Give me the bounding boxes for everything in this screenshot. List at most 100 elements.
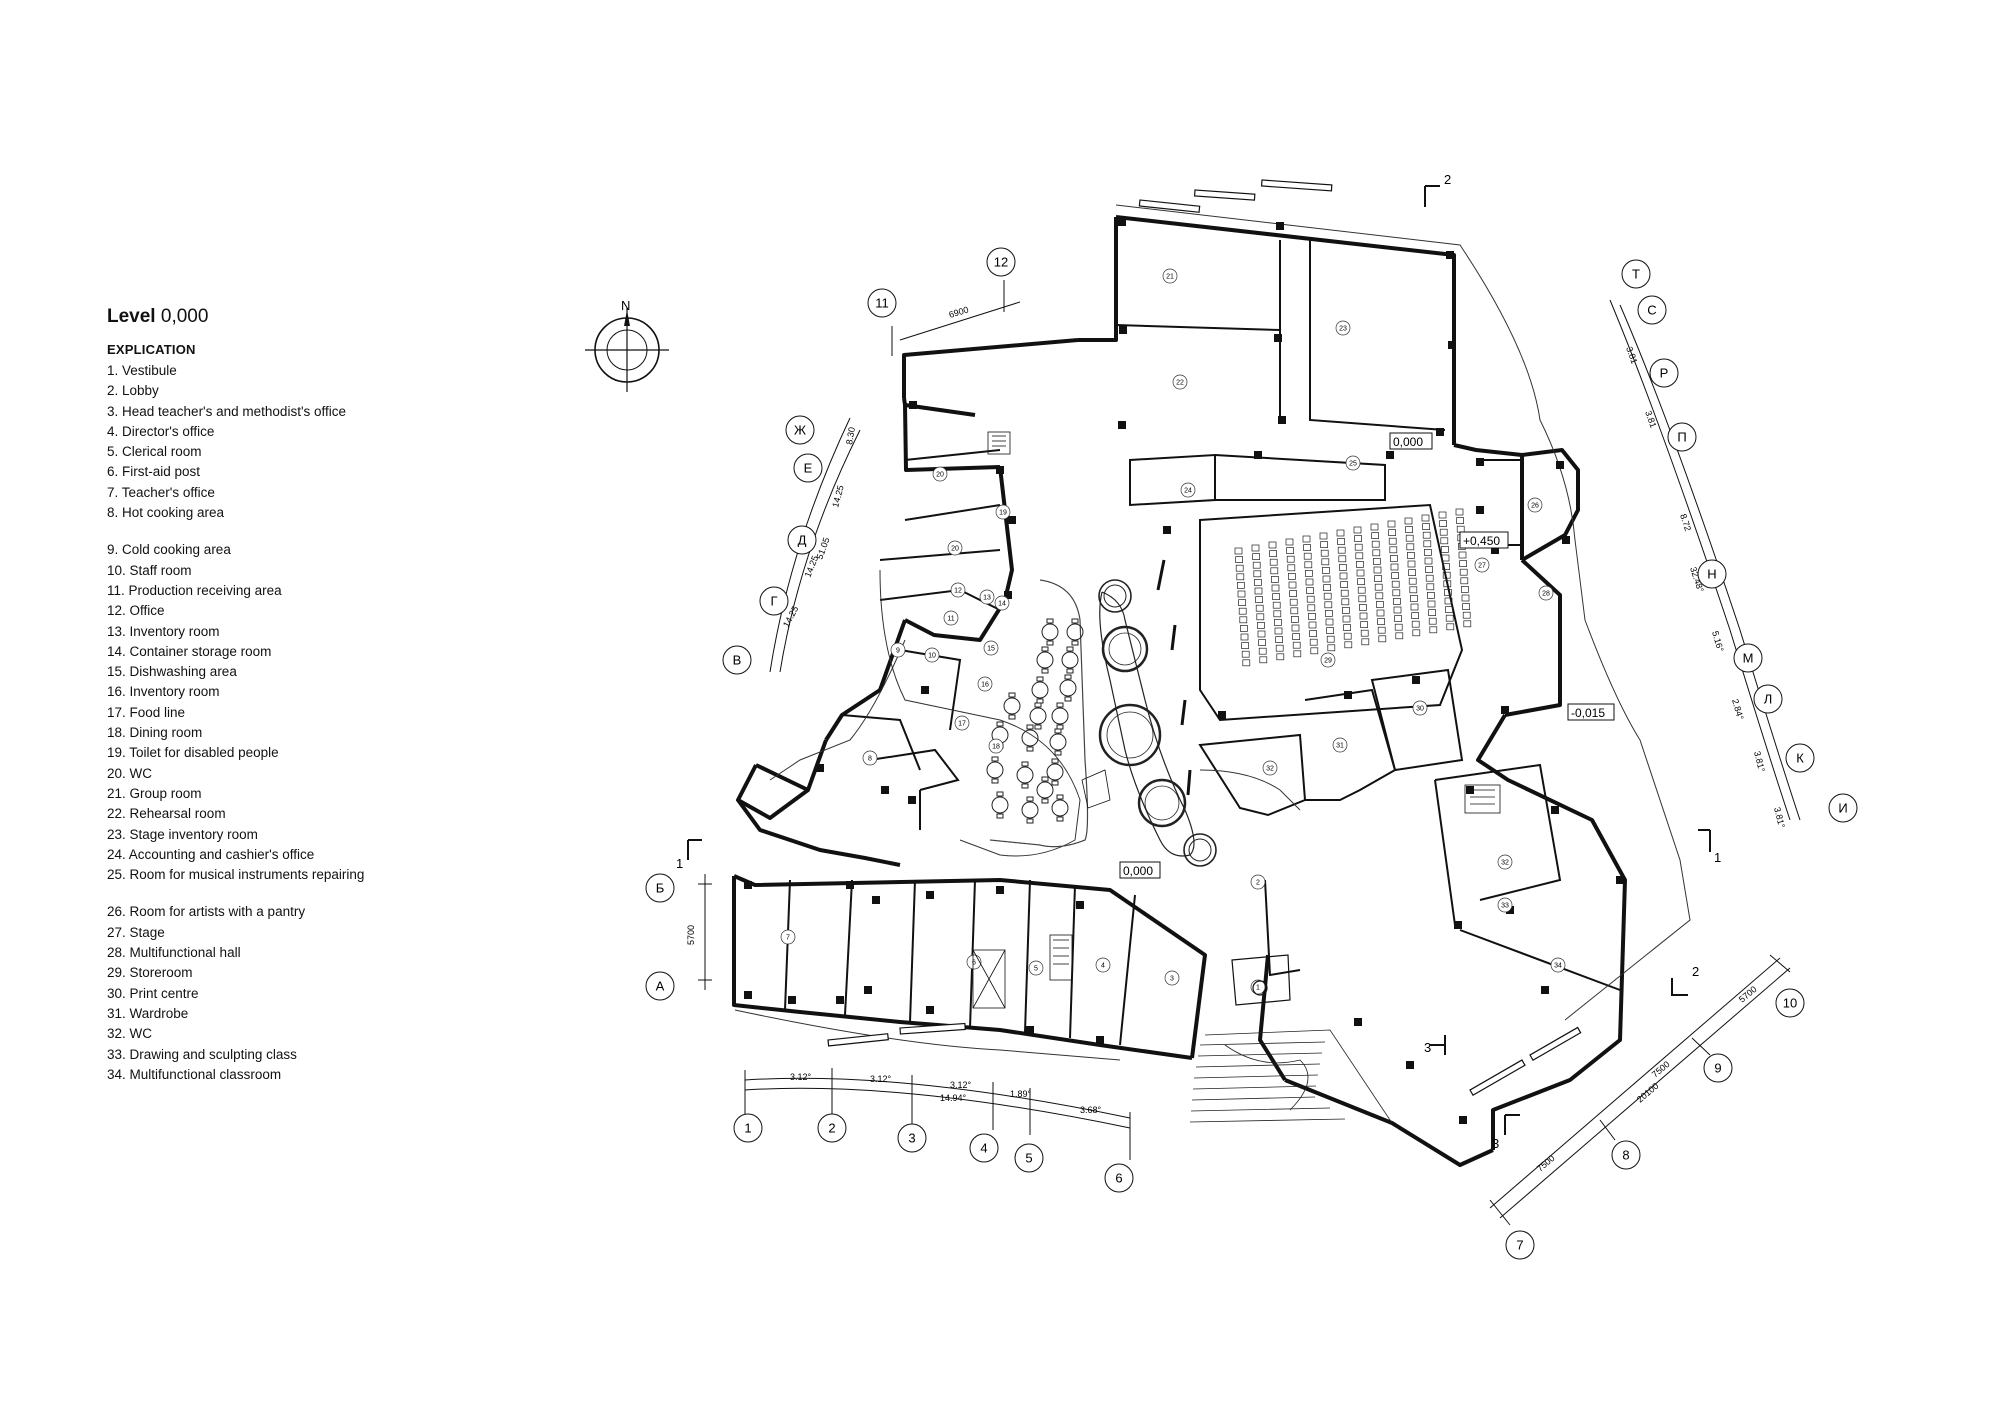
column — [1562, 536, 1570, 544]
room-number: 22 — [1176, 380, 1184, 387]
dining-table — [1061, 646, 1079, 674]
explication-item: 34. Multifunctional classroom — [107, 1066, 282, 1082]
seat — [1378, 635, 1387, 643]
room-number-marker: 34 — [1550, 957, 1566, 973]
column — [1276, 222, 1284, 230]
column — [836, 996, 844, 1004]
room-number-marker: 8 — [862, 750, 878, 766]
staircases — [972, 431, 1501, 1009]
explication-item: 21. Group room — [107, 785, 202, 801]
seat — [1425, 574, 1434, 582]
grid-axis-left: Е — [793, 453, 823, 483]
seat — [1303, 552, 1312, 560]
grid-axis-right: Н — [1697, 559, 1727, 589]
seat — [1462, 611, 1471, 619]
seat — [1340, 589, 1349, 597]
room-number: 31 — [1336, 743, 1344, 750]
dimension-label: 5700 — [1737, 984, 1759, 1005]
room-number-marker: 25 — [1345, 455, 1361, 471]
room-number-marker: 30 — [1412, 700, 1428, 716]
grid-axis-label: П — [1677, 430, 1686, 445]
room-number-marker: 18 — [988, 738, 1004, 754]
seat — [1411, 612, 1419, 619]
section-label: 1 — [676, 856, 683, 871]
grid-axis-label: 1 — [744, 1121, 751, 1136]
seat — [1389, 546, 1398, 554]
seat — [1337, 546, 1346, 554]
room-number-marker: 27 — [1474, 557, 1490, 573]
room-number: 20 — [936, 472, 944, 479]
column — [1344, 691, 1352, 699]
explication-item: 3. Head teacher's and methodist's office — [107, 403, 347, 419]
seat — [1258, 639, 1266, 646]
grid-axis-right: П — [1667, 422, 1697, 452]
seat — [1359, 612, 1368, 620]
seat — [1355, 552, 1364, 560]
column — [1556, 461, 1564, 469]
seat — [1456, 517, 1464, 524]
seat — [1391, 580, 1400, 588]
seat — [1252, 561, 1261, 569]
seat — [1370, 523, 1379, 531]
grid-axis-label: 4 — [980, 1141, 987, 1156]
seat — [1274, 627, 1283, 635]
seat — [1321, 558, 1330, 566]
column — [846, 881, 854, 889]
dimension-label: 14.94° — [940, 1093, 967, 1103]
seat — [1408, 569, 1416, 576]
grid-axis-label: И — [1838, 801, 1847, 816]
dimension-label: 6900 — [948, 304, 970, 319]
seat — [1240, 633, 1249, 641]
seat — [1327, 644, 1336, 652]
compass: N — [585, 298, 669, 392]
room-number: 26 — [1531, 503, 1539, 510]
dimension-label: 5.16° — [1710, 630, 1726, 653]
seat — [1254, 579, 1262, 586]
room-number-marker: 29 — [1320, 652, 1336, 668]
seat — [1407, 560, 1416, 568]
column — [1446, 251, 1454, 259]
column — [1436, 428, 1444, 436]
seat — [1275, 636, 1283, 643]
room-number: 15 — [987, 646, 995, 653]
grid-axis-label: Е — [804, 461, 813, 476]
column — [1119, 326, 1127, 334]
room-number-marker: 32 — [1262, 760, 1278, 776]
seat — [1409, 586, 1418, 594]
grid-axis-label: Д — [798, 533, 807, 548]
seat — [1268, 541, 1277, 549]
seat — [1241, 650, 1250, 658]
grid-axis-label: Ж — [794, 423, 806, 438]
seat — [1388, 529, 1396, 536]
compass-label: N — [621, 298, 630, 313]
column — [881, 786, 889, 794]
grid-axis-label: 11 — [875, 296, 889, 311]
room-number: 24 — [1184, 488, 1192, 495]
seat — [1429, 626, 1438, 634]
explication-item: 7. Teacher's office — [107, 484, 215, 500]
explication-item: 20. WC — [107, 765, 153, 781]
room-number-marker: 28 — [1538, 585, 1554, 601]
seat — [1354, 543, 1363, 551]
grid-axis-bottom-left: 6 — [1104, 1163, 1134, 1193]
seat — [1274, 619, 1282, 626]
room-number-marker: 20 — [932, 466, 948, 482]
seat — [1272, 601, 1281, 609]
column — [1008, 516, 1016, 524]
seat — [1288, 573, 1296, 580]
column — [1616, 876, 1624, 884]
explication-item: 31. Wardrobe — [107, 1005, 189, 1021]
column — [1076, 901, 1084, 909]
column — [1541, 986, 1549, 994]
seat — [1358, 595, 1367, 603]
room-number: 11 — [947, 616, 954, 623]
seat — [1376, 609, 1385, 617]
explication-item: 22. Rehearsal room — [107, 806, 226, 822]
lobby-planters — [1098, 579, 1217, 867]
site-lines — [734, 204, 1691, 1061]
seat — [1424, 549, 1432, 556]
dimension-label: 8.30 — [844, 426, 857, 445]
